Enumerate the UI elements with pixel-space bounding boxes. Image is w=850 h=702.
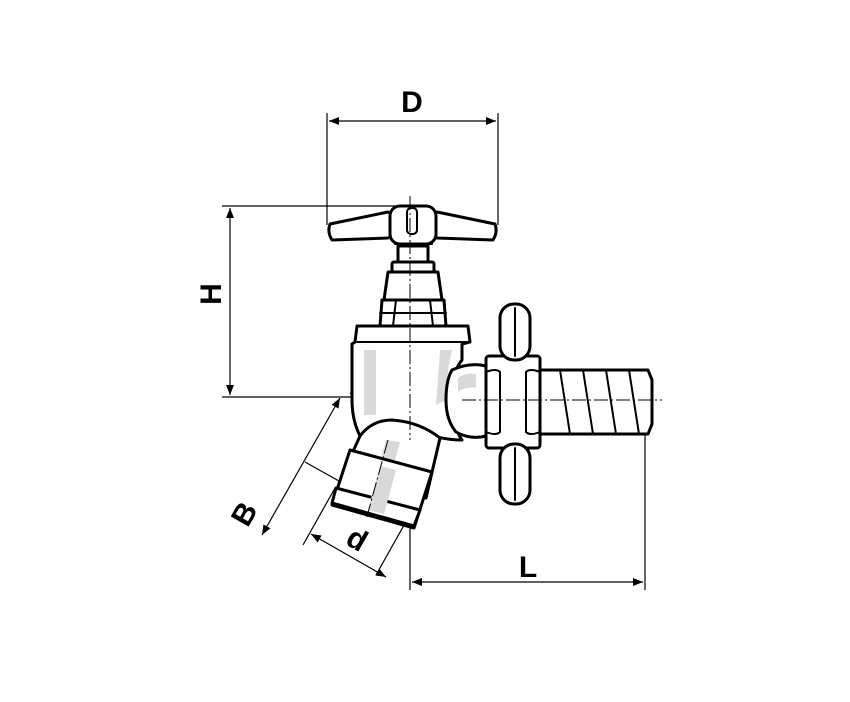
stem [396,244,430,264]
dimension-d: D [326,86,499,225]
handwheel-right-arm [426,210,498,242]
bonnet-nut-top [382,270,444,302]
hose-barb [538,368,654,436]
label-l: L [519,551,537,584]
label-h: H [195,283,228,305]
dimension-h: H [195,205,410,398]
handwheel-hub [388,204,438,246]
label-d-small: d [341,521,373,559]
handwheel-left-arm [327,210,399,242]
center-lines [365,196,662,521]
label-b: B [225,497,264,532]
valve-body [327,204,654,530]
label-d: D [401,86,423,119]
dimension-l: L [409,420,646,590]
